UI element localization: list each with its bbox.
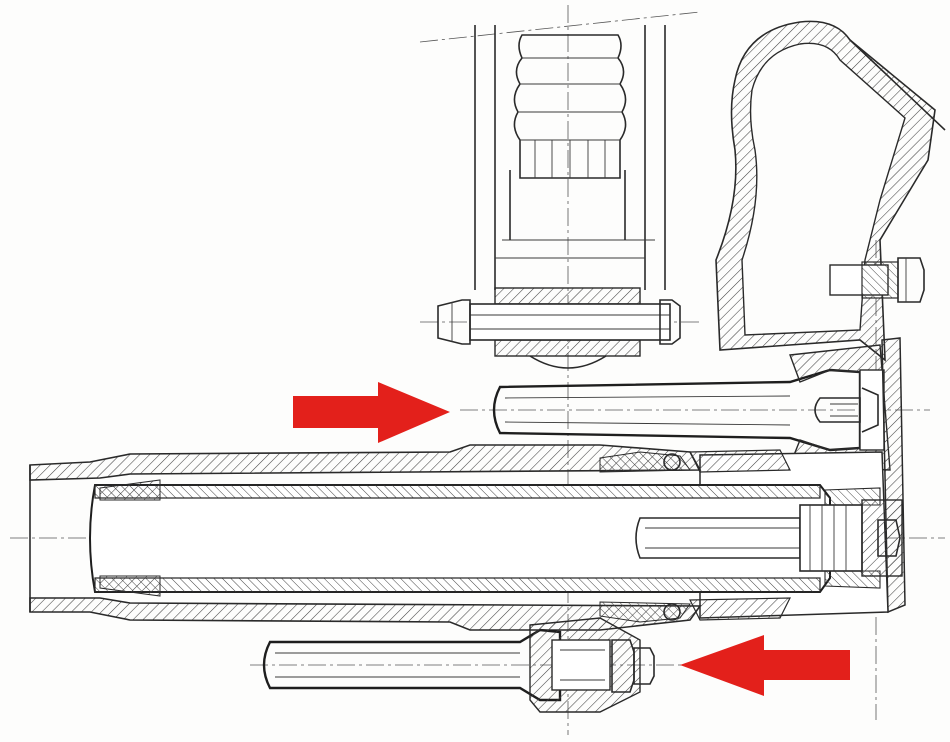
upper-fixing-bolt bbox=[829, 257, 925, 303]
upper-pivot-bushing bbox=[437, 287, 681, 369]
drive-tube bbox=[89, 479, 831, 597]
lower-arrow bbox=[680, 635, 850, 696]
upper-ball-joint bbox=[788, 344, 891, 471]
lower-ball-joint bbox=[529, 617, 655, 713]
upper-arrow bbox=[293, 382, 450, 443]
seal-details bbox=[599, 451, 691, 623]
axle-housing bbox=[29, 444, 702, 631]
splined-hub bbox=[799, 487, 903, 589]
shock-absorber bbox=[474, 25, 666, 290]
rubber-bellows bbox=[513, 34, 627, 179]
knuckle-housing bbox=[715, 20, 946, 362]
half-shaft bbox=[635, 517, 801, 559]
